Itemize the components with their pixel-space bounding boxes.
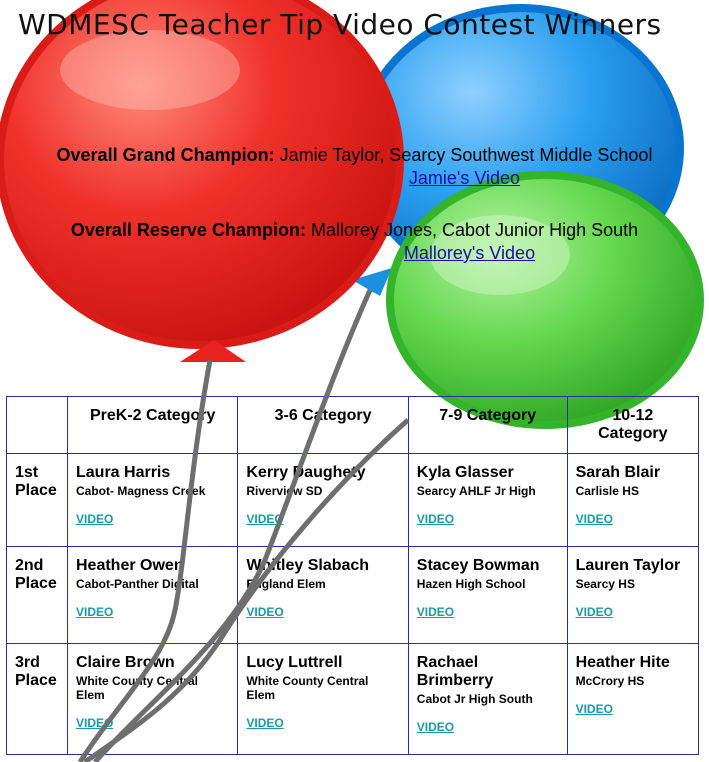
winner-cell: Kerry Daughety Riverview SD VIDEO bbox=[237, 453, 409, 547]
video-link[interactable]: VIDEO bbox=[246, 716, 284, 730]
winner-cell: Sarah Blair Carlisle HS VIDEO bbox=[566, 453, 700, 547]
winner-cell: Rachael Brimberry Cabot Jr High South VI… bbox=[407, 643, 568, 755]
reserve-champion-video-link[interactable]: Mallorey's Video bbox=[403, 243, 536, 263]
reserve-champion-line: Overall Reserve Champion: Mallorey Jones… bbox=[0, 220, 709, 241]
header-cell-empty bbox=[6, 396, 68, 454]
video-link[interactable]: VIDEO bbox=[575, 605, 613, 619]
winner-name: Kerry Daughety bbox=[246, 464, 366, 481]
winner-cell: Lauren Taylor Searcy HS VIDEO bbox=[566, 546, 700, 644]
video-link[interactable]: VIDEO bbox=[76, 605, 114, 619]
place-label: 3rd Place bbox=[6, 643, 68, 755]
winner-cell: Laura Harris Cabot- Magness Creek VIDEO bbox=[66, 453, 239, 547]
winner-name: Rachael Brimberry bbox=[416, 654, 494, 689]
winner-name: Lauren Taylor bbox=[575, 557, 681, 574]
reserve-champion-link-row: Mallorey's Video bbox=[0, 243, 709, 264]
winner-school: White County Central Elem bbox=[246, 674, 369, 702]
winner-cell: Heather Hite McCrory HS VIDEO bbox=[566, 643, 700, 755]
winner-school: Searcy HS bbox=[575, 577, 635, 591]
winner-school: Cabot- Magness Creek bbox=[76, 484, 206, 498]
winner-name: Lucy Luttrell bbox=[246, 654, 343, 671]
winner-school: Riverview SD bbox=[246, 484, 323, 498]
winner-name: Laura Harris bbox=[76, 464, 171, 481]
video-link[interactable]: VIDEO bbox=[575, 512, 613, 526]
page-title: WDMESC Teacher Tip Video Contest Winners bbox=[18, 8, 662, 41]
winner-name: Kyla Glasser bbox=[416, 464, 514, 481]
winner-cell: Heather Owen Cabot-Panther Digital VIDEO bbox=[66, 546, 239, 644]
header-cell-prek2: PreK-2 Category bbox=[66, 396, 239, 454]
video-link[interactable]: VIDEO bbox=[416, 605, 455, 619]
place-label: 1st Place bbox=[6, 453, 68, 547]
table-row: 1st Place Laura Harris Cabot- Magness Cr… bbox=[6, 453, 700, 547]
winner-name: Stacey Bowman bbox=[416, 557, 540, 574]
winner-name: Heather Owen bbox=[76, 557, 184, 574]
winner-cell: Lucy Luttrell White County Central Elem … bbox=[237, 643, 409, 755]
winner-school: England Elem bbox=[246, 577, 326, 591]
winner-cell: Whitley Slabach England Elem VIDEO bbox=[237, 546, 409, 644]
video-link[interactable]: VIDEO bbox=[416, 512, 455, 526]
green-balloon bbox=[386, 171, 704, 429]
winner-school: Searcy AHLF Jr High bbox=[416, 484, 536, 498]
video-link[interactable]: VIDEO bbox=[416, 720, 455, 734]
winner-school: White County Central Elem bbox=[76, 674, 198, 702]
place-label: 2nd Place bbox=[6, 546, 68, 644]
table-row: 2nd Place Heather Owen Cabot-Panther Dig… bbox=[6, 546, 700, 644]
grand-champion-label: Overall Grand Champion: bbox=[56, 145, 275, 165]
winner-name: Whitley Slabach bbox=[246, 557, 370, 574]
winner-school: Cabot-Panther Digital bbox=[76, 577, 199, 591]
winner-name: Heather Hite bbox=[575, 654, 670, 671]
header-row: PreK-2 Category 3-6 Category 7-9 Categor… bbox=[6, 396, 700, 454]
winner-school: McCrory HS bbox=[575, 674, 645, 688]
video-link[interactable]: VIDEO bbox=[575, 702, 613, 716]
winner-name: Claire Brown bbox=[76, 654, 175, 671]
header-cell-10-12: 10-12 Category bbox=[566, 396, 700, 454]
winner-cell: Kyla Glasser Searcy AHLF Jr High VIDEO bbox=[407, 453, 568, 547]
grand-champion-line: Overall Grand Champion: Jamie Taylor, Se… bbox=[0, 145, 709, 166]
table-row: 3rd Place Claire Brown White County Cent… bbox=[6, 643, 700, 755]
reserve-champion-label: Overall Reserve Champion: bbox=[70, 220, 306, 240]
winner-school: Hazen High School bbox=[416, 577, 526, 591]
video-link[interactable]: VIDEO bbox=[246, 605, 284, 619]
winners-table: PreK-2 Category 3-6 Category 7-9 Categor… bbox=[6, 396, 700, 755]
header-cell-7-9: 7-9 Category bbox=[407, 396, 568, 454]
grand-champion-link-row: Jamie's Video bbox=[0, 168, 709, 189]
winner-cell: Stacey Bowman Hazen High School VIDEO bbox=[407, 546, 568, 644]
winner-name: Sarah Blair bbox=[575, 464, 661, 481]
header-cell-3-6: 3-6 Category bbox=[237, 396, 409, 454]
winner-cell: Claire Brown White County Central Elem V… bbox=[66, 643, 239, 755]
grand-champion-winner: Jamie Taylor, Searcy Southwest Middle Sc… bbox=[279, 145, 653, 165]
video-link[interactable]: VIDEO bbox=[76, 716, 114, 730]
reserve-champion-winner: Mallorey Jones, Cabot Junior High South bbox=[310, 220, 639, 240]
red-highlight bbox=[60, 30, 240, 110]
grand-champion-video-link[interactable]: Jamie's Video bbox=[408, 168, 521, 188]
winner-school: Cabot Jr High South bbox=[416, 692, 533, 706]
video-link[interactable]: VIDEO bbox=[246, 512, 284, 526]
winner-school: Carlisle HS bbox=[575, 484, 639, 498]
video-link[interactable]: VIDEO bbox=[76, 512, 114, 526]
